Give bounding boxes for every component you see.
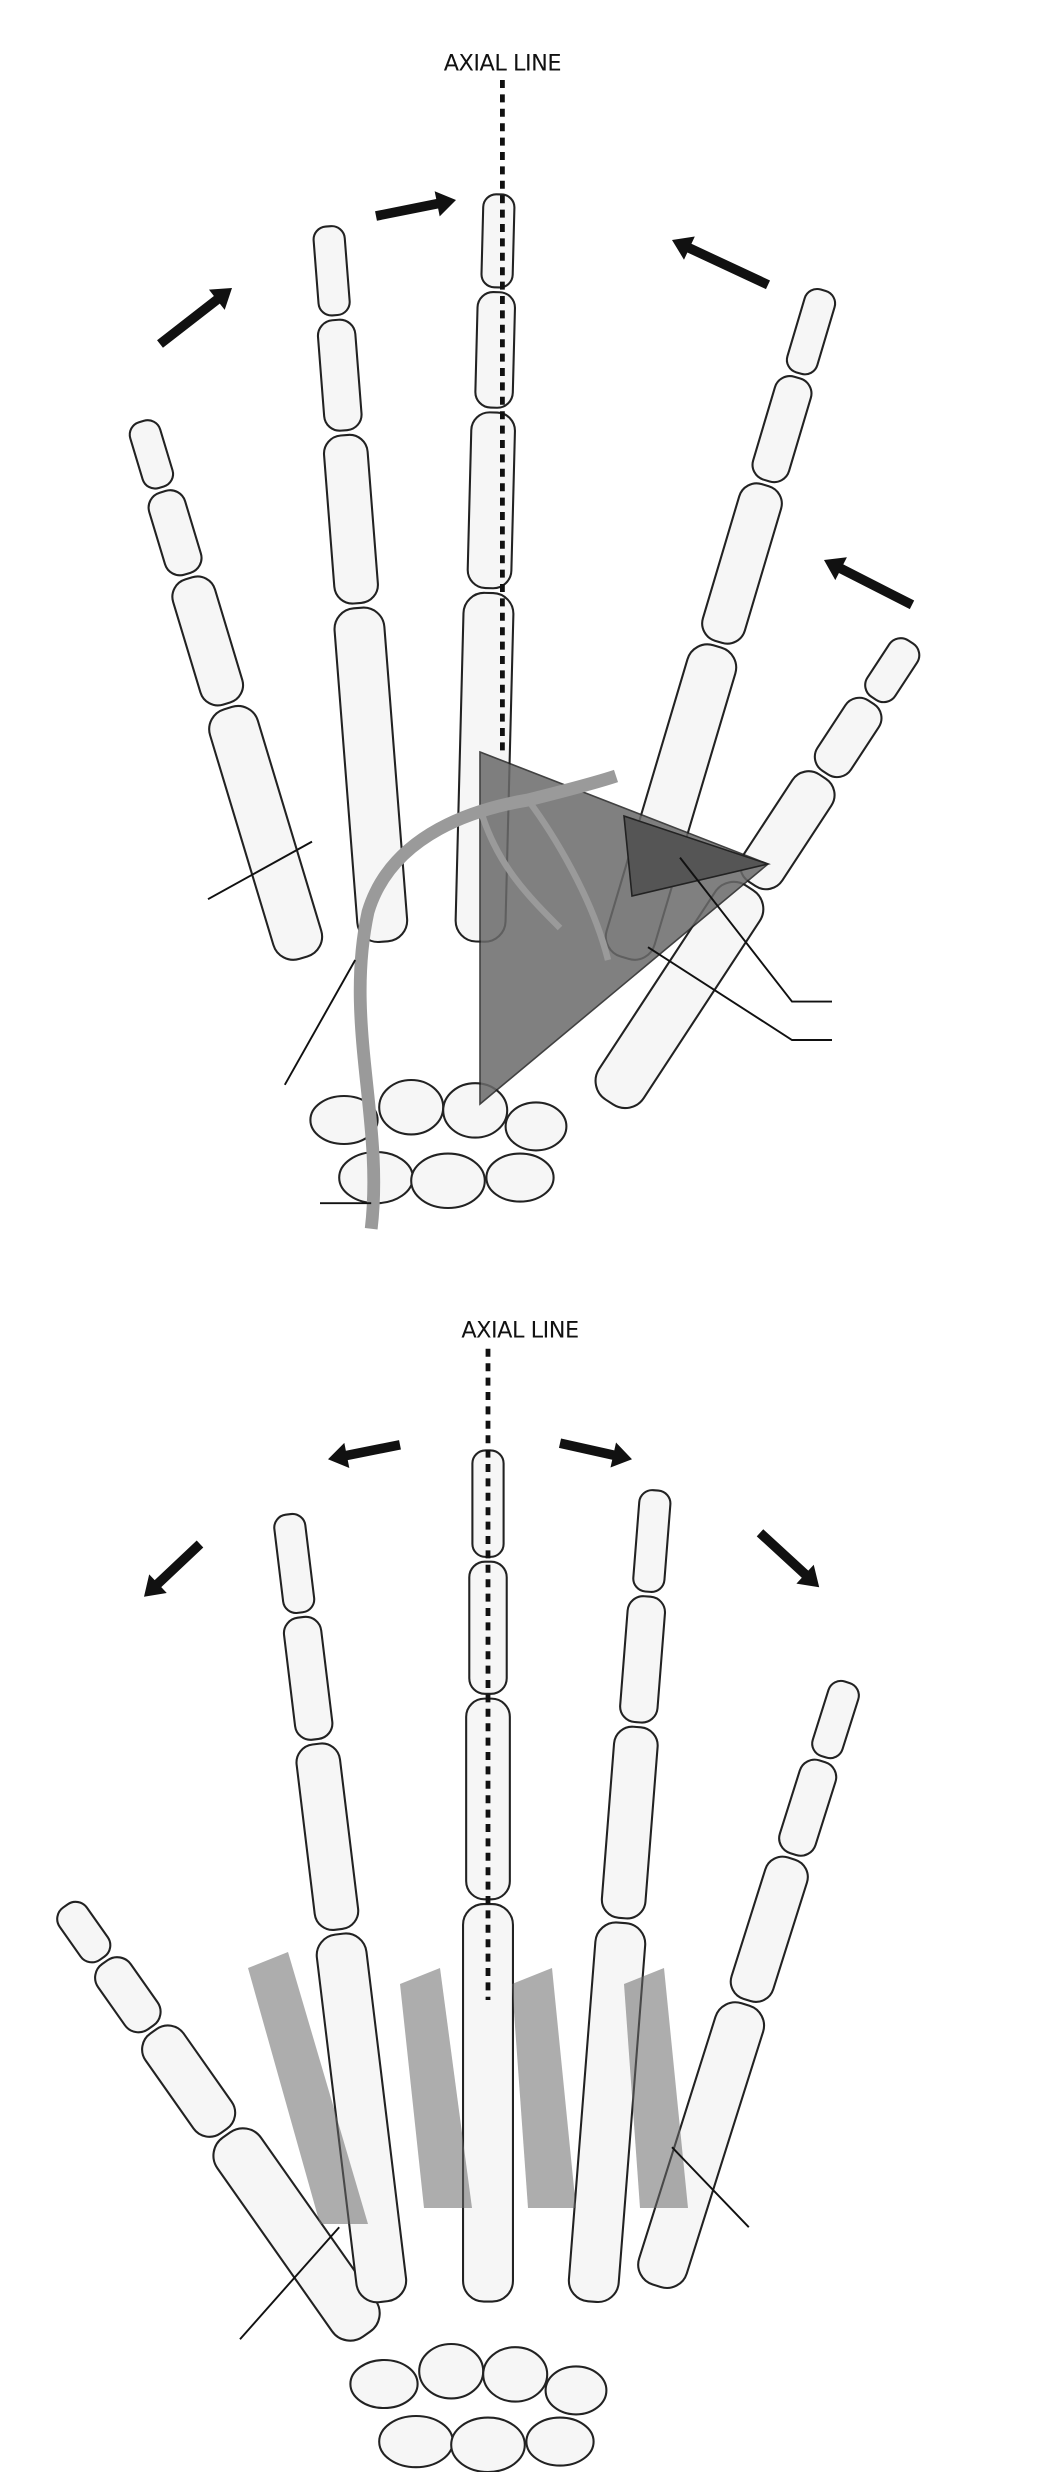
bottom-carpal-bone (418, 2342, 485, 2400)
index-finger-middle-phalanx (751, 375, 813, 484)
ring-finger-middle-phalanx (619, 1595, 667, 1724)
bottom-carpal-bone (482, 2346, 549, 2403)
thumb-proximal-phalanx (739, 770, 836, 891)
axial-line-label-bottom: AXIAL LINE (461, 1318, 578, 1344)
ring-finger-distal-phalanx (312, 225, 351, 317)
bottom-carpal-bone (544, 2365, 608, 2416)
leader-line (283, 959, 357, 1086)
dorsal-interosseous-muscle (624, 1968, 688, 2208)
movement-arrow (375, 191, 457, 221)
thumb-proximal-phalanx (141, 2024, 237, 2138)
little-finger-proximal-phalanx (171, 575, 245, 707)
movement-arrow (327, 1440, 401, 1468)
bottom-figure-dorsal-hand: AXIAL LINE (56, 1318, 860, 2472)
little-finger-proximal-phalanx (729, 1855, 809, 2003)
index-finger-proximal-phalanx (701, 482, 783, 645)
thumb-distal-phalanx (56, 1900, 112, 1964)
leader-line (671, 2146, 750, 2228)
top-carpal-bone (378, 1078, 445, 1136)
dorsal-interosseous-muscle (400, 1968, 472, 2208)
index-finger-proximal-phalanx (295, 1742, 360, 1931)
ulnar-nerve (353, 769, 619, 1230)
middle-finger-proximal-phalanx (466, 411, 516, 590)
index-finger-middle-phalanx (282, 1615, 334, 1741)
top-carpal-bone (485, 1152, 555, 1203)
leader-line (679, 857, 833, 1003)
thumb-metacarpal (212, 2127, 381, 2342)
middle-finger-distal-phalanx (480, 193, 516, 289)
movement-arrow (756, 1529, 820, 1588)
leader-line (207, 840, 313, 901)
dorsal-interosseous-muscle (248, 1952, 368, 2224)
movement-arrow (671, 236, 771, 290)
middle-finger-metacarpal (462, 1903, 515, 2303)
top-carpal-bone (504, 1101, 568, 1152)
leader-line (647, 946, 833, 1041)
top-carpal-bone (442, 1082, 509, 1139)
top-carpal-bone (309, 1094, 379, 1146)
middle-finger-middle-phalanx (474, 291, 517, 409)
thumb-metacarpal (594, 880, 765, 1110)
leader-line (239, 2226, 340, 2340)
ring-finger-proximal-phalanx (600, 1725, 659, 1920)
bottom-carpal-bone (378, 2414, 454, 2469)
ring-finger-metacarpal (333, 606, 409, 944)
little-finger-middle-phalanx (778, 1758, 838, 1857)
index-finger-distal-phalanx (273, 1512, 316, 1615)
dorsal-interosseous-muscle (512, 1968, 576, 2208)
movement-arrow (157, 287, 233, 348)
thumb-middle-phalanx (813, 696, 883, 779)
thumb-distal-phalanx (864, 637, 921, 704)
bottom-carpal-bone (450, 2416, 526, 2472)
little-finger-distal-phalanx (128, 419, 175, 490)
axial-line-label-top: AXIAL LINE (444, 50, 561, 76)
little-finger-distal-phalanx (811, 1679, 860, 1760)
movement-arrow (143, 1540, 204, 1597)
bottom-carpal-bone (525, 2416, 595, 2467)
little-finger-middle-phalanx (147, 489, 203, 577)
index-finger-distal-phalanx (785, 287, 837, 376)
bottom-carpal-bone (349, 2358, 419, 2410)
nerve-branch (476, 798, 612, 961)
top-figure-palmar-hand: AXIAL LINE (128, 50, 921, 1230)
movement-arrow (558, 1438, 632, 1468)
ring-finger-distal-phalanx (632, 1489, 672, 1593)
top-carpal-bone (410, 1152, 486, 1210)
ring-finger-middle-phalanx (316, 318, 363, 432)
ring-finger-proximal-phalanx (322, 433, 379, 605)
ring-finger-metacarpal (567, 1921, 647, 2304)
little-finger-metacarpal (208, 704, 324, 961)
movement-arrow (824, 557, 915, 610)
thumb-middle-phalanx (94, 1956, 162, 2034)
interosseous-muscle (623, 814, 771, 897)
